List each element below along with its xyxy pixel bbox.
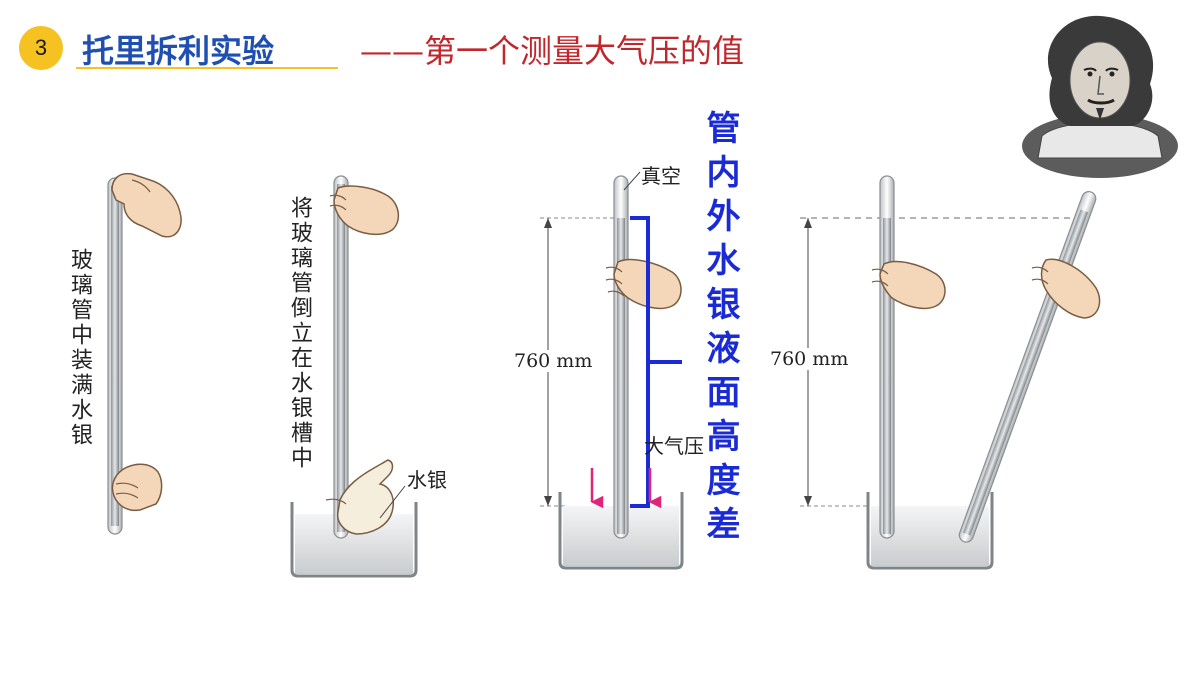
height-label-760-right: 760 mm xyxy=(768,348,851,370)
step2-group xyxy=(290,175,418,578)
step2-bottom-hand xyxy=(336,459,394,535)
step3-level-difference-brace xyxy=(630,216,682,508)
page-title: 托里拆利实验 xyxy=(82,32,275,70)
step2-top-hand xyxy=(333,185,400,236)
atmospheric-pressure-label: 大气压 xyxy=(644,434,704,458)
step2-mercury-column xyxy=(337,184,345,532)
step3-group xyxy=(540,171,684,570)
vacuum-label: 真空 xyxy=(641,164,681,188)
step1-top-hand xyxy=(111,172,182,238)
torricelli-portrait xyxy=(1022,15,1178,178)
step3-trough xyxy=(558,492,684,570)
title-underline xyxy=(76,67,338,69)
step1-mercury-column xyxy=(111,186,119,526)
step-number-badge: 3 xyxy=(19,26,63,70)
step3-mercury-column xyxy=(617,218,625,534)
step1-tube-group xyxy=(107,172,182,535)
step2-trough xyxy=(290,502,418,578)
step4-tilted-mercury xyxy=(962,209,1089,536)
step4-group xyxy=(800,175,1101,570)
step4-vertical-mercury xyxy=(883,218,891,534)
step4-hand-vertical xyxy=(879,260,946,310)
step4-trough xyxy=(866,492,994,570)
step4-hand-tilted xyxy=(1040,258,1101,319)
page-subtitle: ——第一个测量大气压的值 xyxy=(360,32,745,70)
mercury-label: 水银 xyxy=(407,468,447,492)
step2-caption: 将玻璃管倒立在水银槽中 xyxy=(287,196,312,471)
step1-caption: 玻璃管中装满水银 xyxy=(67,248,92,448)
height-label-760-left: 760 mm xyxy=(512,350,595,372)
level-difference-note: 管内外水银液面高度差 xyxy=(700,110,740,550)
